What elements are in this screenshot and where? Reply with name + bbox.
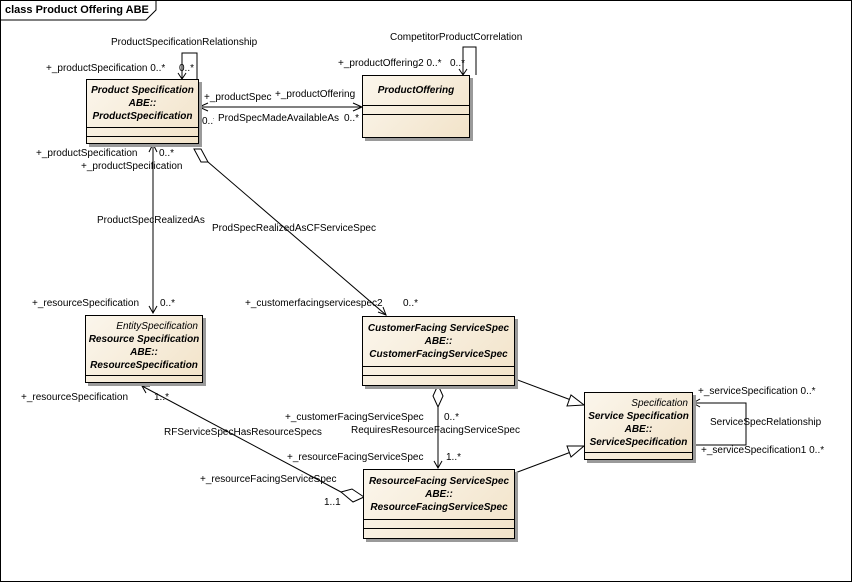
- class-qualified-name: ResourceFacingServiceSpec: [370, 502, 508, 513]
- cfss-generalization: [514, 378, 572, 401]
- class-product-offering[interactable]: ProductOffering: [362, 75, 470, 138]
- cfss-generalization-triangle: [566, 394, 586, 407]
- class-stereotype: Specification: [631, 397, 688, 409]
- diagram-title-tab: class Product Offering ABE: [1, 1, 151, 19]
- label-ps-mult-below: 0..*: [159, 148, 175, 159]
- class-header: EntitySpecification Resource Specificati…: [86, 316, 202, 376]
- service-spec-self-arrow: [691, 398, 701, 408]
- resourcespec-top-arrow: [148, 305, 158, 315]
- class-name: ProductOffering: [377, 85, 455, 96]
- class-attributes-compartment: [363, 106, 469, 115]
- label-rs-role-top: +_resourceSpecification: [32, 298, 140, 309]
- class-stereotype: EntitySpecification: [116, 320, 198, 332]
- diagram-title: class Product Offering ABE: [5, 4, 149, 16]
- label-requires-rfss: RequiresResourceFacingServiceSpec: [351, 425, 520, 436]
- cfss-top-arrow: [377, 306, 387, 316]
- label-ss-relationship: ServiceSpecRelationship: [710, 417, 822, 428]
- label-rfss-role-left: +_resourceFacingServiceSpec: [200, 474, 337, 485]
- class-customer-facing-service-spec[interactable]: CustomerFacing ServiceSpec ABE:: Custome…: [362, 316, 515, 386]
- class-package: ABE::: [130, 346, 158, 358]
- class-name: Product Specification: [91, 85, 194, 96]
- class-attributes-compartment: [87, 128, 198, 137]
- label-po-assoc-name: ProdSpecMadeAvailableAs: [218, 113, 340, 124]
- label-ps-self-mult: 0..*: [179, 63, 195, 74]
- class-product-specification[interactable]: Product Specification ABE:: ProductSpeci…: [86, 79, 199, 144]
- label-ps-role-left: +_productSpecification: [36, 148, 138, 159]
- label-rf-has-resource-specs: RFServiceSpecHasResourceSpecs: [164, 427, 322, 438]
- class-qualified-name: ResourceSpecification: [90, 359, 198, 371]
- label-ps-self-role: +_productSpecification 0..*: [46, 63, 166, 74]
- label-cfss-role-top: +_customerfacingservicespec2: [245, 298, 383, 309]
- label-po-self-mult: 0..*: [450, 58, 466, 69]
- class-package: ABE::: [425, 489, 453, 500]
- rfss-aggregation-diamond: [339, 488, 366, 503]
- resourcespec-bottom-arrow: [141, 385, 150, 394]
- label-po-assoc-role-spec: +_productSpec: [204, 92, 272, 103]
- class-qualified-name: CustomerFacingServiceSpec: [369, 349, 508, 360]
- service-spec-self-association: [693, 402, 747, 446]
- class-resource-facing-service-spec[interactable]: ResourceFacing ServiceSpec ABE:: Resourc…: [363, 469, 515, 539]
- label-product-spec-relationship: ProductSpecificationRelationship: [111, 37, 258, 48]
- class-qualified-name: ProductSpecification: [92, 111, 193, 122]
- class-package: ABE::: [624, 423, 653, 435]
- label-po-assoc-role-offering: +_productOffering: [275, 89, 356, 100]
- class-package: ABE::: [128, 98, 157, 109]
- class-header: Product Specification ABE:: ProductSpeci…: [87, 80, 198, 128]
- label-rs-role-bottom: +_resourceSpecification: [21, 392, 129, 403]
- label-ss-role-bottom: +_serviceSpecification1 0..*: [701, 445, 825, 456]
- label-rfss-mult-top: 1..*: [446, 452, 462, 463]
- label-po-assoc-mult-right: 0..*: [344, 113, 360, 124]
- label-ps-realized-as-cfss: ProdSpecRealizedAsCFServiceSpec: [212, 223, 376, 234]
- class-header: Specification Service Specification ABE:…: [585, 393, 692, 453]
- prodspec-bottom-arrow: [148, 142, 158, 153]
- class-name: Service Specification: [588, 410, 689, 422]
- label-po-self-role: +_productOffering2 0..*: [338, 58, 442, 69]
- rfss-generalization: [514, 451, 572, 474]
- class-header: ResourceFacing ServiceSpec ABE:: Resourc…: [364, 470, 514, 520]
- label-cfss-mult-top: 0..*: [403, 298, 419, 309]
- title-tab-outline: [1, 1, 157, 21]
- rfss-top-arrow: [433, 460, 443, 470]
- product-spec-self-association: [181, 52, 198, 79]
- rfss-generalization-triangle: [566, 445, 586, 458]
- label-cfss-mult-bottom: 0..*: [444, 412, 460, 423]
- label-competitor-correlation: CompetitorProductCorrelation: [390, 32, 523, 43]
- class-name: ResourceFacing ServiceSpec: [368, 476, 510, 487]
- product-offering-self-association: [462, 46, 477, 75]
- class-attributes-compartment: [364, 520, 514, 529]
- class-attributes-compartment: [363, 367, 514, 376]
- class-service-specification[interactable]: Specification Service Specification ABE:…: [584, 392, 693, 460]
- label-ss-role-top: +_serviceSpecification 0..*: [698, 386, 816, 397]
- class-header: CustomerFacing ServiceSpec ABE:: Custome…: [363, 317, 514, 367]
- label-cfss-role-bottom: +_customerFacingServiceSpec: [285, 412, 424, 423]
- class-header: ProductOffering: [363, 76, 469, 106]
- label-ps-realized-as: ProductSpecRealizedAs: [97, 215, 205, 226]
- cfss-aggregation-diamond: [432, 383, 444, 409]
- rfss-resourcespec-association: [141, 385, 342, 493]
- prodspec-aggregation-diamond: [193, 148, 209, 163]
- class-package: ABE::: [424, 336, 453, 347]
- label-rfss-role-top: +_resourceFacingServiceSpec: [287, 452, 424, 463]
- label-po-assoc-mult-left: 0..*: [202, 116, 214, 127]
- label-rfss-mult-left: 1..1: [324, 497, 341, 508]
- label-rs-mult-bottom: 1..*: [154, 392, 170, 403]
- label-rs-mult-top: 0..*: [160, 298, 176, 309]
- prodspec-cfss-association: [207, 161, 387, 316]
- class-name: CustomerFacing ServiceSpec: [367, 323, 510, 334]
- class-qualified-name: ServiceSpecification: [589, 436, 688, 448]
- label-ps-role-below: +_productSpecification: [81, 161, 183, 172]
- class-resource-specification[interactable]: EntitySpecification Resource Specificati…: [85, 315, 203, 383]
- prodspec-end-arrow: [197, 102, 209, 112]
- class-name: Resource Specification: [88, 333, 200, 345]
